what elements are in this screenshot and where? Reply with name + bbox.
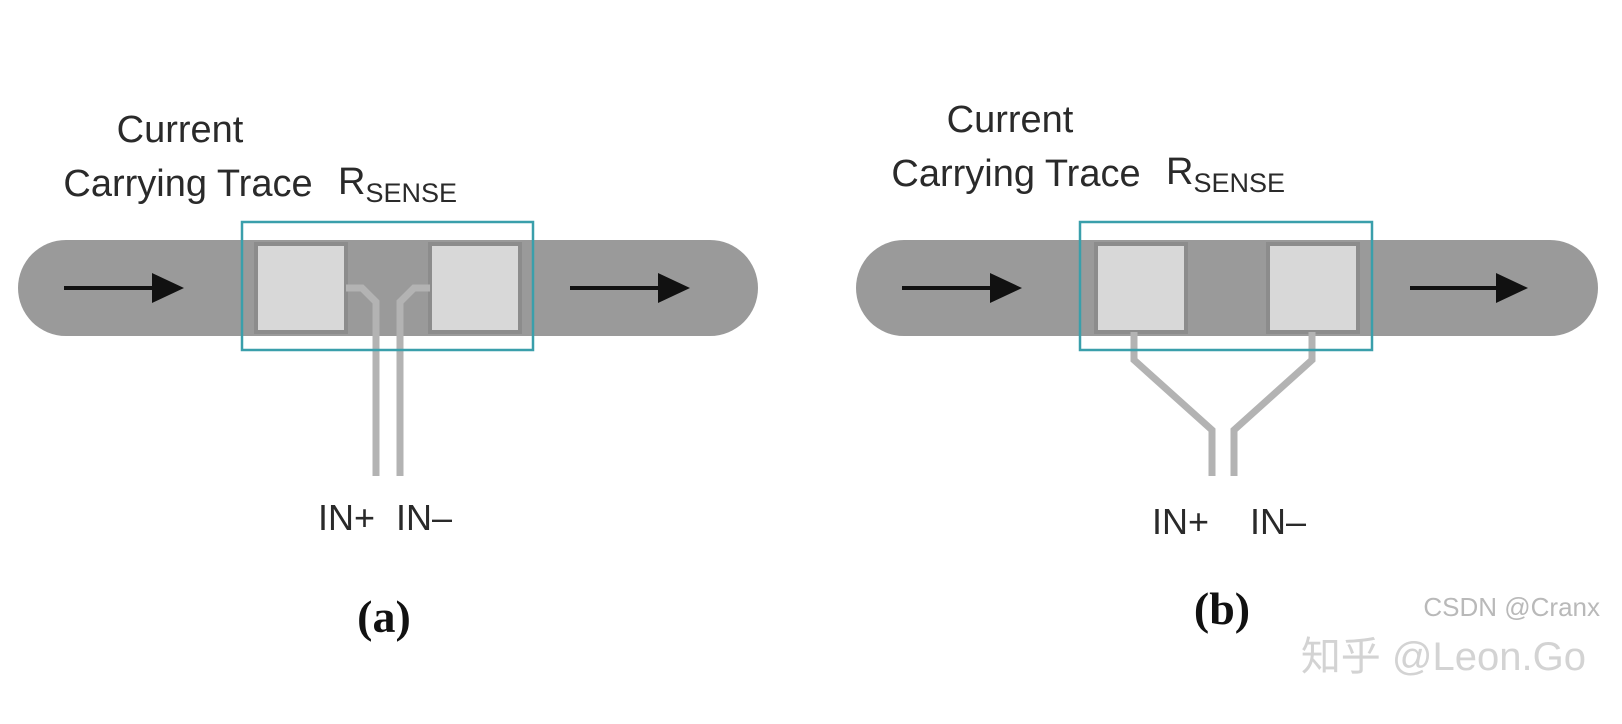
watermark-zhihu: 知乎 @Leon.Go: [1301, 635, 1586, 679]
trace-label-line1-b: Current: [947, 99, 1074, 141]
figure-b: Current Carrying Trace RSENSE IN+ IN– (b…: [856, 99, 1598, 634]
current-arrow-right-b: [1410, 273, 1528, 303]
rsense-label-a: RSENSE: [338, 161, 457, 208]
sense-pad-right-b: [1266, 242, 1360, 334]
pin-label-in-minus-a: IN–: [396, 497, 452, 538]
trace-label-line2-a: Carrying Trace: [63, 163, 312, 205]
sense-pad-right-a: [428, 242, 522, 334]
pin-label-in-minus-b: IN–: [1250, 501, 1306, 542]
pin-label-in-plus-b: IN+: [1152, 501, 1209, 542]
current-arrow-right-a: [570, 273, 690, 303]
watermark-csdn: CSDN @Cranx: [1423, 592, 1600, 622]
figure-a: Current Carrying Trace RSENSE IN+ IN– (a…: [18, 109, 758, 642]
sense-pad-left-a: [254, 242, 348, 334]
pin-label-in-plus-a: IN+: [318, 497, 375, 538]
caption-b: (b): [1194, 583, 1250, 634]
rsense-outline-a: [240, 220, 535, 352]
rsense-outline-b: [1078, 220, 1374, 352]
current-arrow-left-a: [64, 273, 184, 303]
sense-trace-in-minus-a: [396, 284, 430, 476]
trace-label-line1-a: Current: [117, 109, 244, 151]
sense-trace-in-plus-b: [1130, 332, 1216, 476]
sense-trace-in-plus-a: [346, 284, 380, 476]
rsense-label-b: RSENSE: [1166, 151, 1285, 198]
trace-label-line2-b: Carrying Trace: [891, 153, 1140, 195]
sense-trace-in-minus-b: [1230, 332, 1316, 476]
current-trace-b: [856, 240, 1598, 336]
sense-pad-left-b: [1094, 242, 1188, 334]
caption-a: (a): [357, 591, 411, 642]
current-trace-a: [18, 240, 758, 336]
current-arrow-left-b: [902, 273, 1022, 303]
